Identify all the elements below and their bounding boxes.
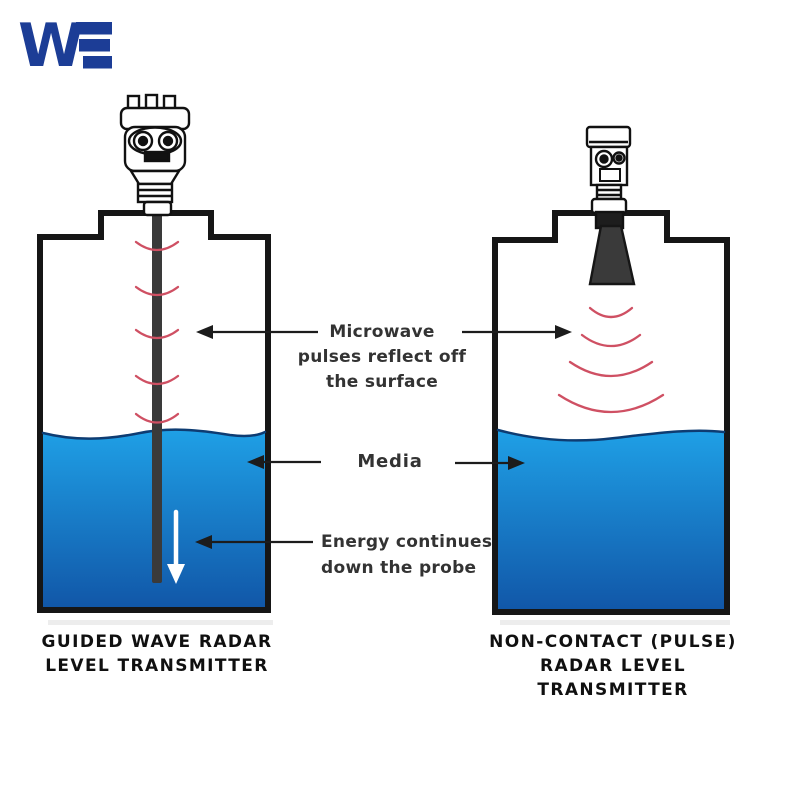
pulse-arc — [134, 240, 180, 252]
pulse-arc — [557, 393, 665, 414]
neck — [595, 183, 623, 201]
dial-center — [137, 135, 149, 147]
right-liquid-surface-line — [496, 428, 726, 442]
dial-center — [599, 154, 609, 164]
nameplate — [599, 168, 621, 182]
arrow-media-left — [247, 455, 321, 469]
transmitter-cap — [585, 125, 632, 149]
pulse-arc — [134, 412, 180, 424]
right-tank-liquid — [498, 430, 724, 609]
dial-center — [615, 154, 623, 162]
label-media: Media — [357, 451, 423, 472]
mounting-collar — [142, 200, 173, 217]
process-connection — [136, 182, 174, 204]
neck-taper — [128, 169, 182, 186]
left-liquid-surface-line — [41, 428, 267, 440]
pulse-arc — [588, 306, 634, 319]
left-tank — [37, 93, 271, 613]
label-microwave-pulses: Microwave pulses reflect off the surface — [297, 322, 467, 392]
guided-wave-transmitter — [119, 93, 191, 217]
left-pulse-arcs — [134, 240, 180, 424]
right-tank — [492, 125, 730, 615]
right-tank-shadow — [500, 620, 730, 625]
pulse-arc — [568, 360, 654, 378]
caption-guided-wave-radar: GUIDED WAVE RADAR LEVEL TRANSMITTER — [41, 632, 273, 676]
we-logo: W — [18, 20, 112, 80]
caption-non-contact-radar: NON-CONTACT (PULSE) RADAR LEVEL TRANSMIT… — [489, 632, 737, 700]
pulse-arc — [580, 333, 642, 348]
arrow-microwave-left — [196, 325, 318, 339]
energy-down-arrow — [167, 509, 185, 584]
arrow-media-right — [455, 456, 525, 470]
horn-antenna — [588, 224, 636, 286]
nameplate — [143, 150, 171, 163]
pulse-arc — [134, 328, 180, 340]
logo-letter-w: W — [18, 20, 84, 80]
annotation-arrows — [195, 325, 572, 549]
label-energy-continues: Energy continues down the probe — [321, 532, 493, 578]
non-contact-transmitter — [585, 125, 636, 286]
logo-e-bars — [76, 22, 112, 69]
pulse-arc — [134, 374, 180, 386]
left-tank-outline — [37, 210, 271, 613]
pulse-arc — [134, 285, 180, 297]
dial-center — [162, 135, 174, 147]
right-tank-outline — [492, 210, 730, 615]
guided-wave-probe — [152, 214, 162, 583]
left-tank-shadow — [48, 620, 273, 625]
arrow-energy-left — [195, 535, 313, 549]
right-pulse-arcs — [557, 306, 665, 414]
arrow-microwave-right — [462, 325, 572, 339]
